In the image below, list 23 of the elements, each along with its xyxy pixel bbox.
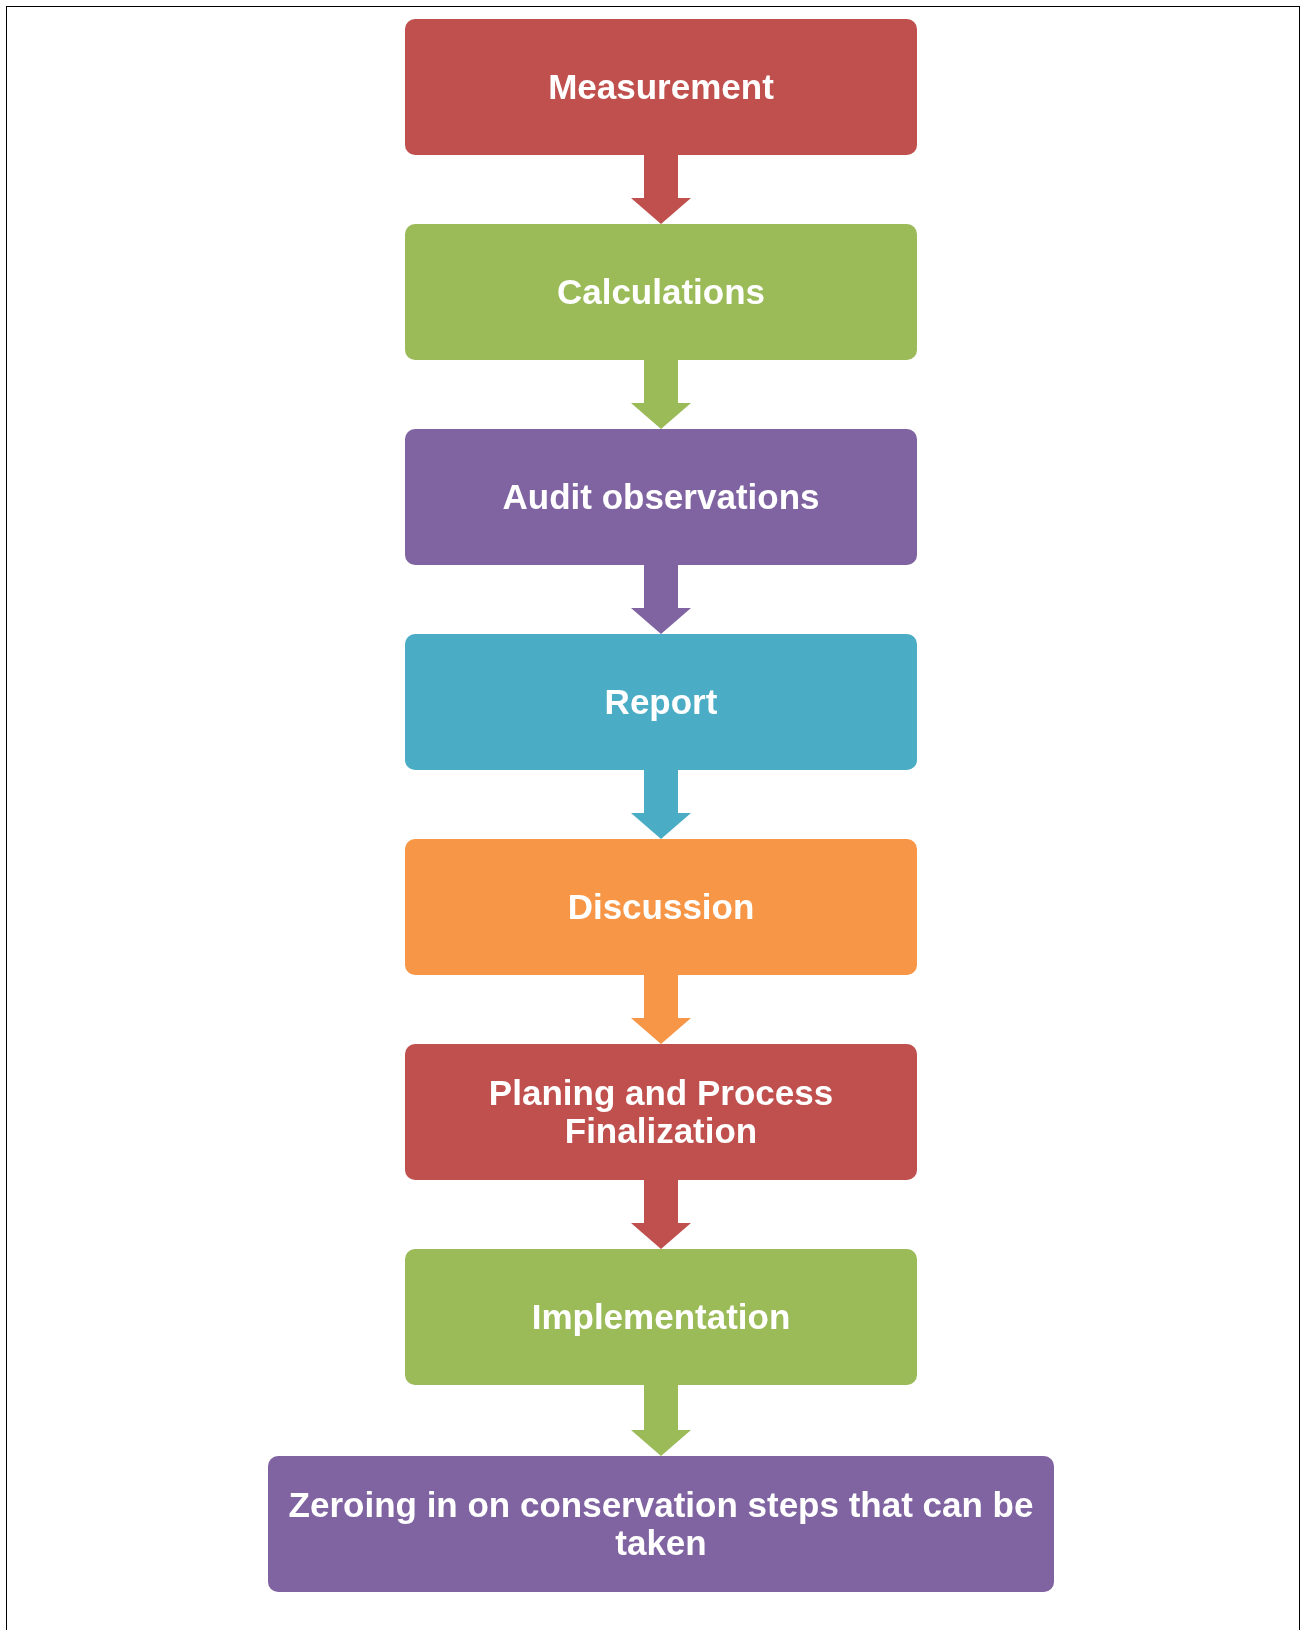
process-box [405,634,917,770]
process-box [405,1044,917,1180]
step-label: Zeroing in on conservation steps that can be taken [287,1486,1035,1562]
step-label: Discussion [567,888,755,926]
step-label: Calculations [556,273,766,311]
down-arrow [631,1180,691,1249]
down-arrow [631,565,691,634]
down-arrow [631,155,691,224]
process-box [405,839,917,975]
down-arrow [631,360,691,429]
down-arrow [631,770,691,839]
process-box [405,429,917,565]
process-box [405,19,917,155]
down-arrow [631,1385,691,1456]
process-box [405,224,917,360]
step-label: Report [604,683,718,721]
process-box [405,1249,917,1385]
step-label: Measurement [548,68,774,106]
step-label: Planing and Process Finalization [487,1074,835,1150]
process-box [268,1456,1054,1592]
down-arrow [631,975,691,1044]
step-label: Audit observations [502,478,820,516]
step-label: Implementation [531,1298,791,1336]
